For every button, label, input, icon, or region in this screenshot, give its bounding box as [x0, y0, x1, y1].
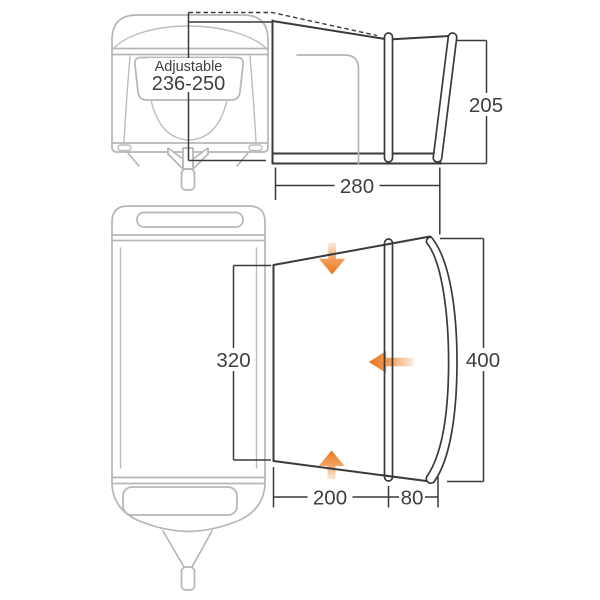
caravan-leg-left	[127, 152, 140, 167]
caravan-hitch-stem	[180, 168, 196, 191]
awning-plan-view	[272, 235, 458, 485]
awning-plan-mid-pole	[383, 238, 394, 482]
caravan-plan-rear-window	[136, 211, 244, 228]
dimension-width-rear: 320	[211, 264, 271, 461]
caravan-roof-dome-line	[111, 25, 269, 51]
caravan-side-curve-right	[249, 55, 257, 143]
dimension-plan-depths: 200 80	[272, 467, 439, 510]
dimension-adjustable-height: Adjustable 236-250	[147, 11, 378, 162]
dimension-awning-height: 205	[442, 39, 508, 165]
arrow-up-icon	[318, 450, 345, 479]
caravan-plan-front-window	[122, 486, 238, 516]
caravan-leg-right	[236, 152, 249, 167]
caravan-plan-hitch-arm-left	[162, 530, 185, 568]
awning-side-mid-pole	[383, 32, 394, 163]
awning-plan-bottom-edge	[272, 460, 435, 483]
width-front-value: 400	[466, 349, 500, 372]
depth-main-value: 200	[313, 487, 347, 510]
caravan-front-view	[111, 14, 269, 191]
depth-front-value: 80	[401, 487, 424, 510]
label-background	[334, 174, 380, 197]
awning-side-view	[271, 19, 458, 165]
awning-depth-value: 280	[340, 175, 374, 198]
awning-side-roof-edge	[271, 20, 451, 41]
arrow-left-icon	[368, 351, 414, 373]
caravan-body-outline	[111, 14, 269, 153]
label-background	[307, 486, 353, 508]
awning-side-front-pole	[432, 32, 458, 163]
awning-plan-front-beam	[425, 236, 458, 485]
caravan-front-window	[134, 56, 244, 101]
caravan-plan-outline	[111, 205, 266, 533]
awning-skirt	[271, 152, 443, 165]
dimension-awning-depth: 280	[274, 167, 441, 235]
dimension-width-front: 400	[440, 237, 506, 483]
caravan-marker-right	[248, 144, 263, 152]
arrow-down-icon	[318, 242, 346, 275]
adjustable-label: Adjustable	[155, 59, 223, 75]
caravan-side-curve-left	[123, 55, 131, 143]
awning-door-outline	[296, 54, 360, 165]
label-background	[399, 486, 425, 508]
awning-plan-top-edge	[272, 235, 431, 266]
width-rear-value: 320	[216, 349, 250, 372]
label-background	[464, 93, 508, 116]
adjustable-range-label: 236-250	[152, 73, 225, 95]
max-height-dashed-line	[188, 11, 378, 37]
caravan-marker-left	[117, 144, 132, 152]
caravan-plan-hitch-stem	[180, 566, 196, 591]
caravan-plan-hitch-arm-right	[191, 530, 213, 568]
caravan-plan-view	[111, 205, 266, 591]
label-background	[211, 348, 256, 371]
label-background	[461, 348, 506, 371]
label-background	[147, 58, 230, 92]
awning-height-value: 205	[469, 94, 503, 117]
